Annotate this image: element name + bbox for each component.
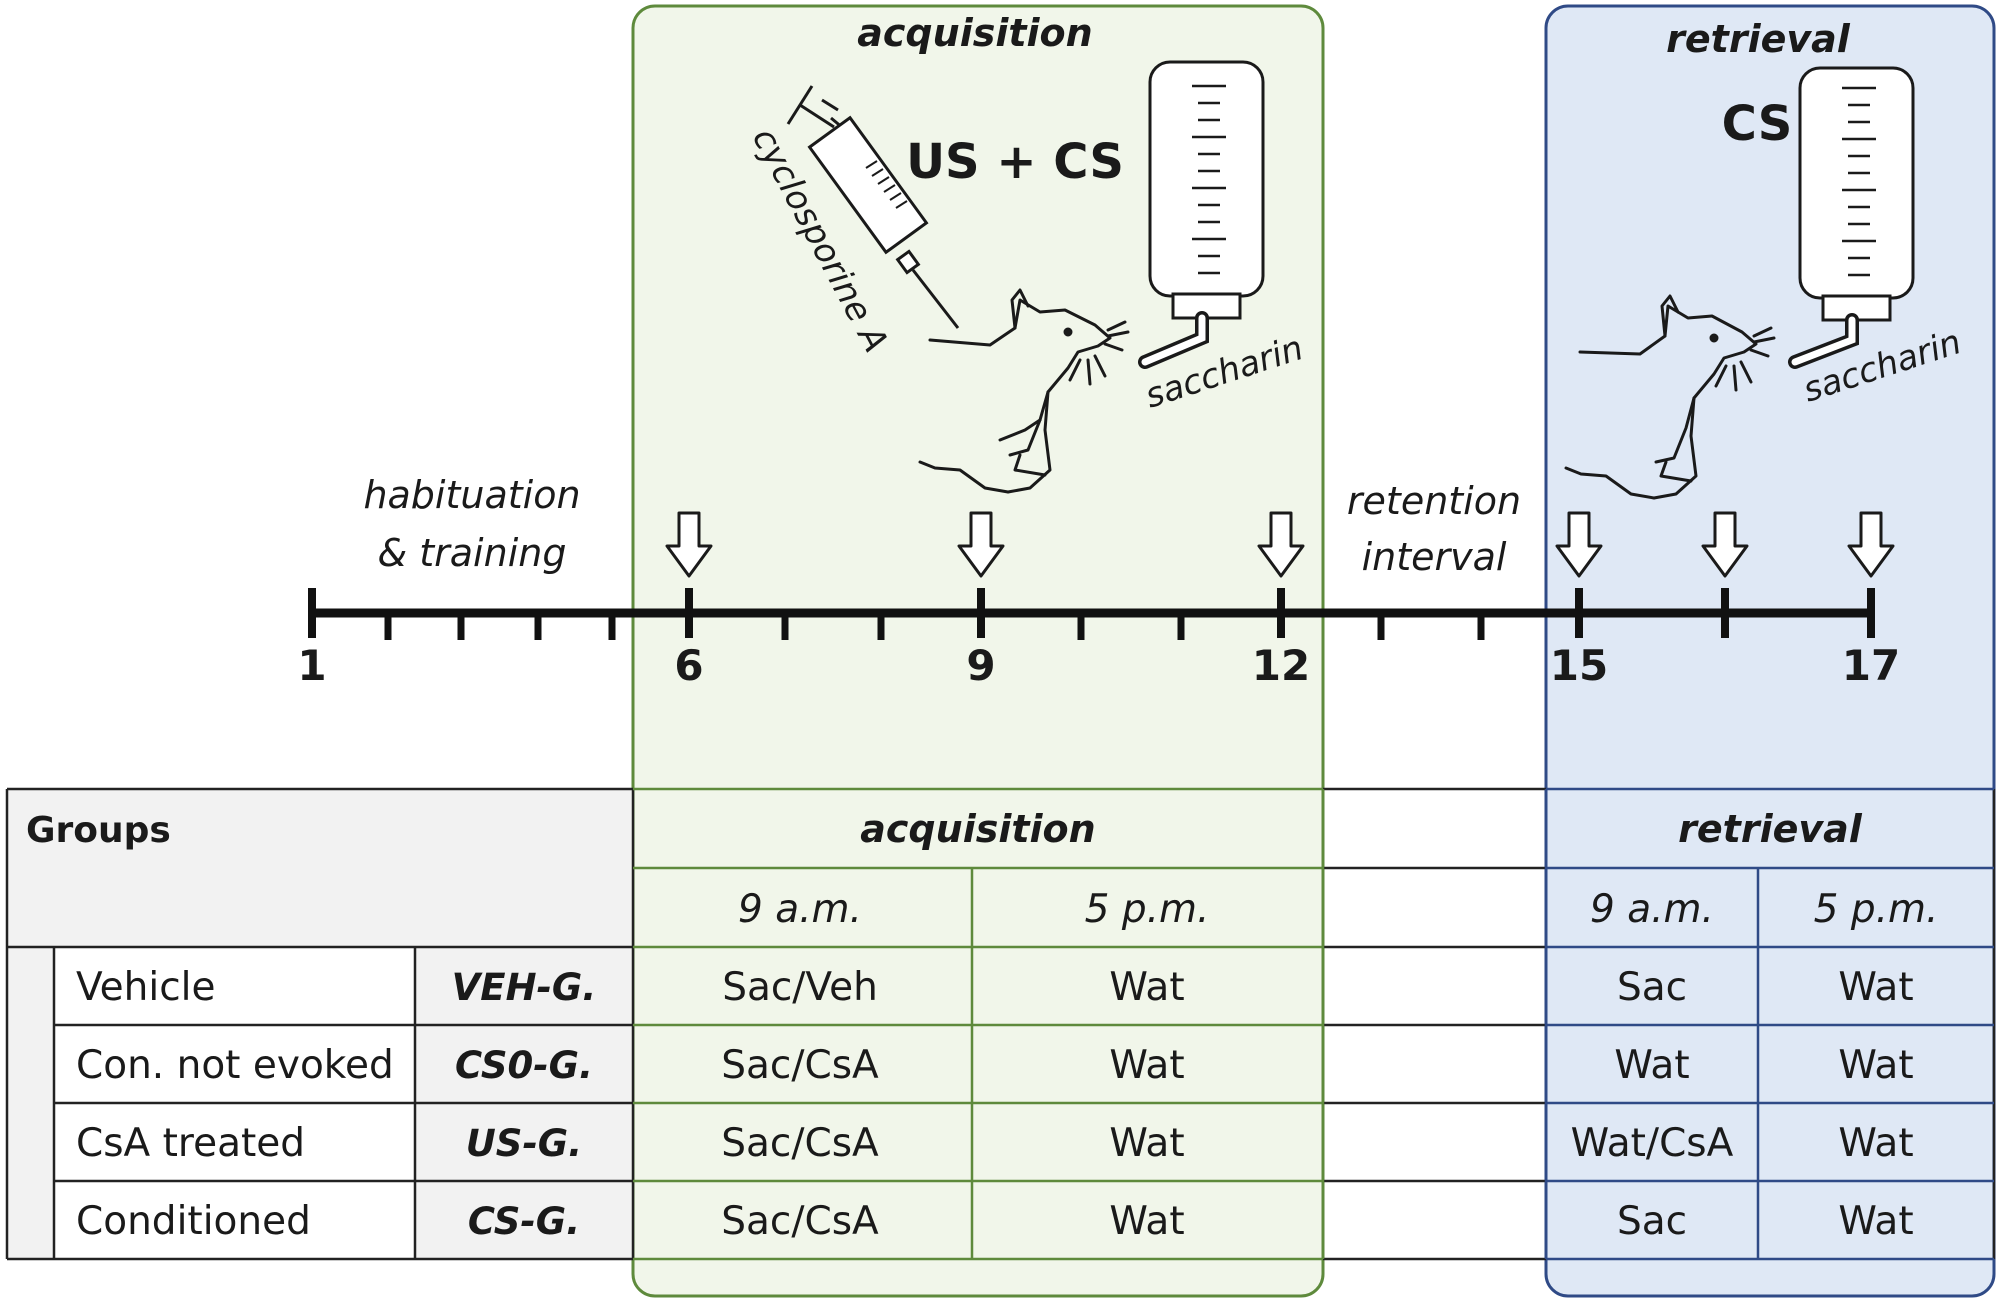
time-retrieval-pm: 5 p.m. [1814,887,1939,932]
down-arrow-icon [1257,511,1305,578]
acquisition-title: acquisition [857,11,1092,55]
us-cs-label: US + CS [906,134,1124,190]
acq-pm-value: Wat [1109,1199,1184,1244]
acq-pm-value: Wat [1109,1121,1184,1166]
bottle-icon [1788,66,1915,369]
acquisition-panel [631,4,1325,1298]
group-name: Vehicle [76,965,215,1010]
ret-am-value: Wat/CsA [1571,1121,1734,1166]
retrieval-panel [1544,4,1996,1298]
group-name: Conditioned [76,1199,311,1244]
rat-icon [1564,294,1776,500]
day-label-17: 17 [1842,641,1900,690]
time-acquisition-pm: 5 p.m. [1085,887,1210,932]
down-arrow-icon [1847,511,1895,578]
bottle-icon [1138,60,1265,369]
down-arrow-icon [1701,511,1749,578]
group-name: CsA treated [76,1121,305,1166]
ret-pm-value: Wat [1838,1043,1913,1088]
acq-pm-value: Wat [1109,965,1184,1010]
ret-am-value: Wat [1614,1043,1689,1088]
retrieval-header: retrieval [1678,807,1863,851]
ret-pm-value: Wat [1838,965,1913,1010]
groups-table: Groups acquisition retrieval 9 a.m. 5 p.… [5,787,1996,1261]
acq-pm-value: Wat [1109,1043,1184,1088]
ret-pm-value: Wat [1838,1121,1913,1166]
group-code: CS0-G. [455,1044,593,1087]
day-label-15: 15 [1550,641,1608,690]
time-retrieval-am: 9 a.m. [1590,887,1714,932]
syringe-icon [786,85,960,329]
group-code: CS-G. [468,1200,580,1243]
day-label-6: 6 [674,641,703,690]
retrieval-title: retrieval [1666,17,1851,61]
acquisition-header: acquisition [860,807,1095,851]
retention-label: retention [1347,479,1521,523]
retention-label-line2: interval [1362,535,1507,579]
group-code: VEH-G. [452,966,597,1009]
timeline-ticks [308,588,1875,640]
ret-pm-value: Wat [1838,1199,1913,1244]
cs-label: CS [1722,96,1793,152]
groups-header-cell [7,789,633,947]
acq-am-value: Sac/CsA [721,1043,879,1088]
day-label-9: 9 [966,641,995,690]
acq-am-value: Sac/Veh [722,965,878,1010]
timeline-arrows [665,511,1895,578]
acq-am-value: Sac/CsA [721,1199,879,1244]
rat-icon [918,288,1130,494]
habituation-label: habituation [363,473,580,517]
group-bracket-cell [7,947,54,1259]
day-label-1: 1 [297,641,326,690]
ret-am-value: Sac [1617,1199,1687,1244]
day-label-12: 12 [1252,641,1310,690]
group-name: Con. not evoked [76,1043,394,1088]
habituation-label-line2: & training [378,531,567,575]
time-acquisition-am: 9 a.m. [738,887,862,932]
ret-am-value: Sac [1617,965,1687,1010]
acq-am-value: Sac/CsA [721,1121,879,1166]
down-arrow-icon [957,511,1005,578]
down-arrow-icon [1555,511,1603,578]
groups-header: Groups [26,810,171,851]
group-code: US-G. [466,1122,582,1165]
down-arrow-icon [665,511,713,578]
